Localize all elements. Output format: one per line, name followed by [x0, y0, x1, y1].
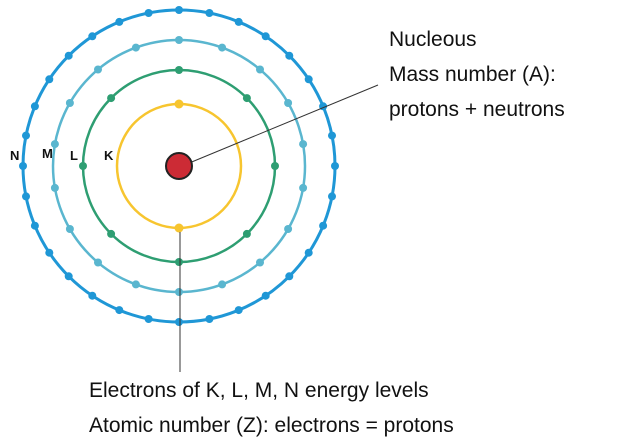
electron-n [205, 9, 214, 17]
electron-k [174, 223, 184, 233]
nucleus-caption-line-1: Nucleous [389, 28, 477, 51]
electron-n [22, 192, 30, 201]
nucleus [165, 152, 193, 180]
electron-n [304, 248, 313, 257]
electron-n [64, 51, 73, 60]
electron-m [284, 99, 293, 107]
electron-n [304, 75, 313, 84]
electron-n [331, 162, 339, 170]
nucleus-caption-line-2: Mass number (A): [389, 63, 556, 86]
electrons-caption: Electrons of K, L, M, N energy levels At… [89, 379, 454, 437]
electron-n [261, 32, 270, 41]
electron-n [45, 248, 54, 257]
shell-label-k: K [104, 148, 114, 163]
electron-l [175, 258, 183, 266]
electron-m [218, 43, 227, 52]
electron-l [271, 162, 279, 170]
electron-n [30, 221, 39, 230]
electron-n [144, 9, 153, 17]
electron-m [50, 140, 59, 149]
nucleus-caption: Nucleous Mass number (A): protons + neut… [389, 28, 565, 121]
electron-n [205, 315, 214, 323]
electron-n [319, 221, 328, 230]
electron-m [299, 140, 308, 149]
electron-m [175, 288, 183, 296]
electron-m [218, 280, 227, 289]
electron-k [174, 99, 184, 109]
electron-m [299, 183, 308, 192]
electron-m [175, 36, 183, 44]
electron-m [131, 280, 140, 289]
electron-n [88, 32, 97, 41]
electron-m [65, 99, 74, 107]
electron-l [242, 229, 251, 238]
shell-label-n: N [10, 148, 19, 163]
electron-n [88, 291, 97, 300]
electron-l [107, 94, 116, 103]
nucleus-pointer-line [181, 84, 379, 167]
electron-m [94, 258, 102, 267]
electron-n [30, 102, 39, 111]
electron-n [234, 17, 243, 26]
electron-n [328, 131, 336, 140]
electron-n [328, 192, 336, 201]
pointer-layer [179, 84, 379, 372]
electron-n [261, 291, 270, 300]
electron-m [65, 225, 74, 233]
electrons-caption-line-2: Atomic number (Z): electrons = protons [89, 414, 454, 437]
electron-n [285, 272, 294, 281]
electron-m [131, 43, 140, 52]
electron-m [50, 183, 59, 192]
electron-n [45, 75, 54, 84]
electrons-layer [19, 6, 339, 326]
electron-n [115, 306, 124, 315]
electron-n [175, 6, 183, 14]
shell-label-l: L [70, 148, 78, 163]
electron-l [175, 66, 183, 74]
electron-l [79, 162, 87, 170]
electron-m [256, 258, 264, 267]
electron-n [234, 306, 243, 315]
electron-n [64, 272, 73, 281]
electron-m [94, 65, 102, 74]
electron-n [175, 318, 183, 326]
electron-n [22, 131, 30, 140]
electron-m [256, 65, 264, 74]
electron-l [107, 229, 116, 238]
electron-n [144, 315, 153, 323]
electron-n [115, 17, 124, 26]
nucleus-caption-line-3: protons + neutrons [389, 98, 565, 121]
electron-l [242, 94, 251, 103]
shell-label-m: M [42, 146, 53, 161]
electron-m [284, 225, 293, 233]
electron-n [285, 51, 294, 60]
electrons-caption-line-1: Electrons of K, L, M, N energy levels [89, 379, 429, 402]
electron-n [19, 162, 27, 170]
